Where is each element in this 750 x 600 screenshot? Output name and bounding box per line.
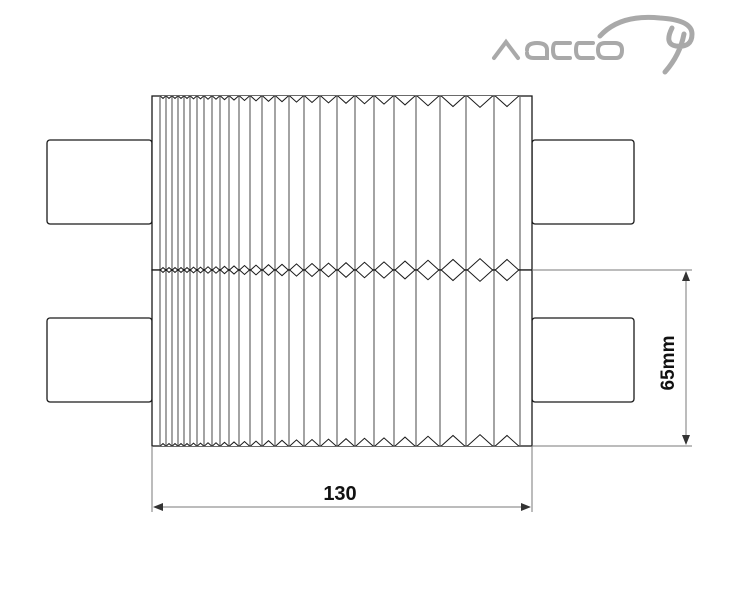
edge-notch bbox=[289, 439, 304, 447]
width-dimension bbox=[151, 446, 533, 512]
edge-notch bbox=[177, 442, 185, 447]
edge-notch bbox=[355, 437, 374, 447]
edge-notch bbox=[337, 95, 355, 104]
edge-notch bbox=[220, 95, 229, 101]
edge-notch bbox=[229, 441, 239, 447]
edge-notch bbox=[440, 95, 466, 108]
edge-notch bbox=[190, 442, 197, 447]
shaft-bottom-left bbox=[46, 317, 153, 403]
edge-notch bbox=[467, 95, 493, 109]
tooth-tip bbox=[274, 263, 290, 277]
tooth-tip bbox=[261, 264, 276, 276]
edge-notch bbox=[320, 95, 337, 104]
tooth-tip bbox=[440, 258, 466, 282]
shaft-top-left bbox=[46, 139, 153, 225]
height-arrow-bottom bbox=[682, 435, 690, 445]
edge-notch bbox=[197, 442, 204, 447]
edge-notch bbox=[239, 95, 250, 102]
edge-notch bbox=[159, 442, 167, 447]
edge-notch bbox=[467, 433, 493, 447]
width-label: 130 bbox=[323, 483, 356, 505]
tooth-tip bbox=[249, 264, 263, 276]
roller-top bbox=[151, 95, 533, 271]
aacco-logo bbox=[492, 14, 695, 75]
edge-notch bbox=[275, 439, 289, 447]
tooth-tip bbox=[196, 266, 205, 274]
edge-notch bbox=[165, 442, 173, 447]
roller-grooves bbox=[159, 97, 521, 445]
height-dimension bbox=[532, 269, 692, 447]
tooth-tip bbox=[228, 265, 240, 275]
edge-notch bbox=[304, 438, 320, 447]
edge-notch bbox=[337, 438, 355, 447]
edge-notch bbox=[159, 95, 167, 100]
tooth-tip bbox=[416, 259, 440, 281]
edge-notch bbox=[394, 436, 416, 447]
roller-tooth-tips bbox=[159, 95, 520, 447]
tooth-tip bbox=[219, 265, 230, 275]
edge-notch bbox=[394, 95, 416, 106]
edge-notch bbox=[204, 442, 212, 447]
edge-notch bbox=[212, 442, 220, 447]
tooth-tip bbox=[289, 263, 304, 277]
edge-notch bbox=[250, 95, 262, 102]
tooth-tip bbox=[304, 262, 320, 278]
edge-notch bbox=[220, 441, 229, 447]
edge-notch bbox=[374, 437, 394, 447]
edge-notch bbox=[177, 95, 185, 100]
tooth-tip bbox=[337, 262, 355, 278]
edge-notch bbox=[190, 95, 197, 100]
tooth-tip bbox=[320, 262, 337, 278]
edge-notch bbox=[275, 95, 289, 103]
edge-notch bbox=[320, 438, 337, 447]
shaft-top-right bbox=[531, 139, 635, 225]
edge-notch bbox=[183, 442, 191, 447]
edge-notch bbox=[212, 95, 220, 100]
roller-assembly bbox=[46, 95, 635, 447]
roller-bottom bbox=[151, 269, 533, 447]
edge-notch bbox=[171, 95, 179, 100]
tooth-tip bbox=[494, 258, 520, 282]
edge-notch bbox=[374, 95, 394, 105]
logo-swoosh bbox=[597, 14, 695, 75]
tooth-tip bbox=[394, 260, 416, 280]
edge-notch bbox=[262, 95, 275, 102]
height-label: 65mm bbox=[658, 336, 679, 391]
tooth-tip bbox=[203, 266, 213, 274]
edge-notch bbox=[416, 95, 440, 107]
edge-notch bbox=[494, 95, 520, 108]
edge-notch bbox=[289, 95, 304, 103]
edge-notch bbox=[239, 440, 250, 447]
tooth-tip bbox=[211, 266, 221, 274]
edge-notch bbox=[183, 95, 191, 100]
tooth-tip bbox=[238, 264, 251, 276]
edge-notch bbox=[304, 95, 320, 104]
edge-notch bbox=[197, 95, 204, 100]
tooth-tip bbox=[355, 261, 374, 279]
edge-notch bbox=[355, 95, 374, 105]
width-arrow-right bbox=[521, 503, 531, 511]
edge-notch bbox=[494, 434, 520, 447]
tooth-tip bbox=[374, 261, 394, 279]
edge-notch bbox=[262, 440, 275, 447]
edge-notch bbox=[171, 442, 179, 447]
edge-notch bbox=[165, 95, 173, 100]
edge-notch bbox=[250, 440, 262, 447]
logo-lettering bbox=[492, 38, 625, 60]
height-arrow-top bbox=[682, 271, 690, 281]
edge-notch bbox=[204, 95, 212, 100]
edge-notch bbox=[416, 435, 440, 447]
edge-notch bbox=[229, 95, 239, 101]
edge-notch bbox=[440, 434, 466, 447]
width-arrow-left bbox=[153, 503, 163, 511]
shaft-bottom-right bbox=[531, 317, 635, 403]
tooth-tip bbox=[466, 257, 494, 283]
